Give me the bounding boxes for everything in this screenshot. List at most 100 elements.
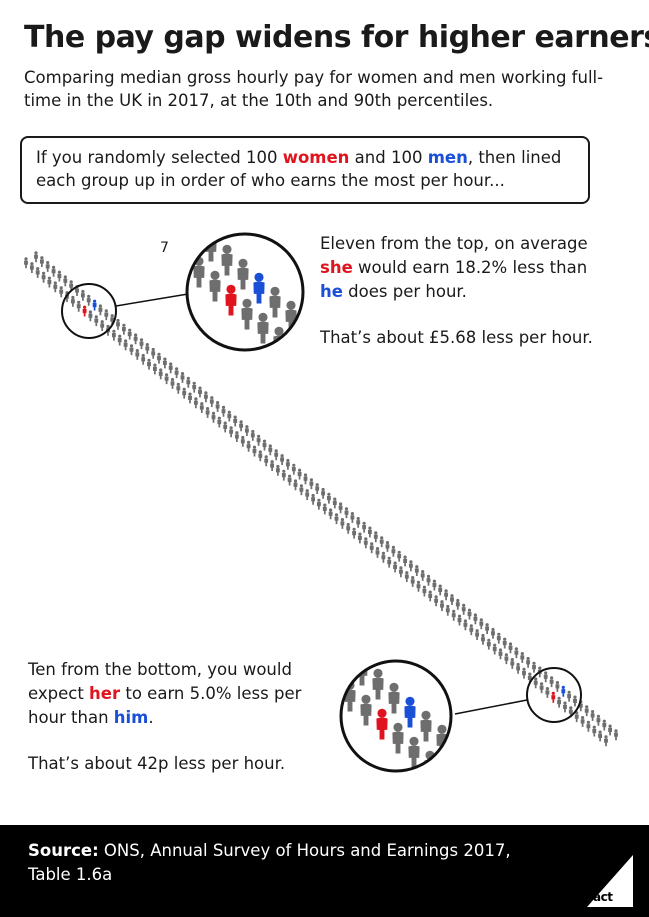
zoom-women-figure — [328, 667, 339, 698]
men-figure — [209, 396, 214, 407]
men-figure — [116, 318, 120, 330]
men-figure — [362, 521, 367, 533]
bottom-zoom-bg — [341, 661, 451, 771]
intro-text: and 100 — [349, 148, 428, 167]
women-figure — [434, 595, 439, 607]
men-figure — [244, 425, 249, 436]
women-figure — [539, 682, 544, 694]
intro-text: , then lined each group up in order of w… — [36, 148, 562, 190]
men-figure — [180, 371, 185, 383]
men-figure — [80, 289, 85, 301]
women-figure — [158, 368, 163, 380]
women-figure — [258, 450, 263, 462]
women-figure — [322, 503, 327, 515]
zoom-men-figure — [341, 661, 352, 672]
men-figure — [520, 651, 525, 663]
top-callout-line1: Eleven from the top, on average — [320, 234, 588, 253]
women-figure — [176, 382, 181, 394]
men-figure — [227, 410, 232, 422]
women-figure — [123, 339, 128, 351]
men-figure — [590, 709, 595, 721]
zoom-men-figure — [189, 234, 201, 248]
men-figure — [438, 584, 443, 596]
her-label: her — [89, 684, 121, 703]
women-figure — [457, 614, 462, 626]
men-figure — [139, 338, 144, 350]
women-figure — [492, 643, 497, 655]
men-figure — [508, 642, 513, 654]
women-figure — [475, 629, 480, 640]
men-figure — [315, 483, 320, 494]
women-figure — [563, 701, 567, 713]
top-callout-line3: he does per hour. — [320, 282, 467, 301]
women-figure — [363, 537, 368, 549]
men-figure — [514, 647, 519, 659]
stray-number: 7 — [160, 240, 169, 256]
women-figure — [205, 406, 210, 418]
men-figure — [203, 391, 208, 403]
men-figure — [45, 260, 50, 272]
women-figure — [35, 266, 40, 278]
men-figure — [39, 256, 44, 267]
women-figure — [498, 648, 503, 660]
women-figure — [29, 262, 34, 273]
men-figure — [34, 251, 38, 263]
men-figure — [450, 594, 454, 605]
women-figure — [141, 353, 146, 365]
highlighted-women-figure — [551, 691, 556, 703]
men-figure — [397, 550, 402, 562]
men-figure — [532, 661, 536, 673]
women-figure — [598, 730, 603, 742]
women-figure — [188, 392, 192, 404]
intro-text: If you randomly selected 100 — [36, 148, 283, 167]
women-figure — [416, 580, 421, 592]
men-figure — [555, 680, 560, 692]
women-figure — [246, 440, 251, 452]
women-figure — [281, 469, 286, 481]
men-figure — [262, 439, 267, 451]
women-figure — [234, 431, 239, 442]
men-figure — [297, 468, 302, 480]
women-figure — [346, 522, 351, 534]
men-figure — [403, 555, 408, 567]
women-figure — [592, 725, 597, 737]
men-figure — [385, 540, 390, 552]
men-figure — [485, 623, 490, 634]
subtitle: Comparing median gross hourly pay for wo… — [24, 68, 604, 110]
women-figure — [88, 310, 93, 322]
men-figure — [573, 695, 577, 707]
men-figure — [321, 487, 326, 499]
women-figure — [440, 600, 444, 611]
men-figure — [145, 342, 150, 354]
men-figure — [496, 632, 501, 644]
men-label: men — [427, 148, 468, 167]
bottom-zoom-circle — [339, 659, 453, 773]
men-figure — [502, 637, 507, 649]
highlighted-women-figure — [82, 305, 87, 317]
page-title: The pay gap widens for higher earners — [24, 20, 649, 55]
women-figure — [70, 295, 75, 307]
women-figure — [545, 686, 550, 698]
women-figure — [211, 411, 216, 423]
zoom-men-figure — [173, 203, 184, 234]
women-figure — [352, 527, 357, 539]
men-figure — [233, 415, 238, 427]
women-figure — [24, 257, 28, 269]
men-figure — [250, 429, 255, 441]
men-figure — [151, 347, 156, 359]
women-figure — [275, 464, 280, 476]
women-figure — [469, 624, 474, 636]
women-figure — [340, 517, 345, 529]
zoom-men-figure — [484, 767, 495, 798]
women-figure — [334, 513, 339, 525]
men-figure — [121, 323, 126, 335]
bottom-callout-line2: expect her to earn 5.0% less per — [28, 684, 302, 703]
women-figure — [369, 542, 374, 554]
bottom-callout-line1: Ten from the bottom, you would — [28, 660, 292, 679]
women-figure — [164, 373, 169, 385]
men-figure — [63, 275, 68, 287]
men-figure — [51, 265, 56, 277]
men-figure — [309, 478, 314, 490]
logo-text: Full Fact — [560, 890, 613, 904]
